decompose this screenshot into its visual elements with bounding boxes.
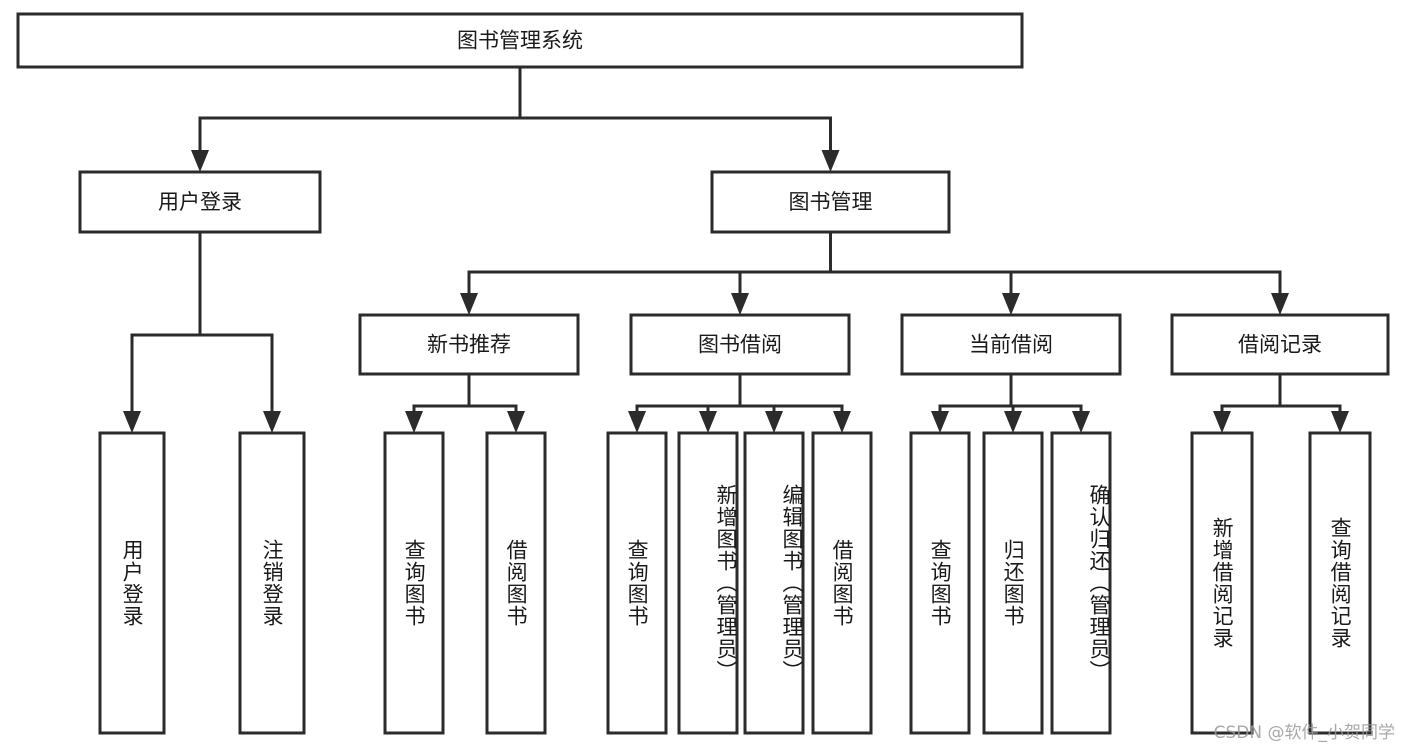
node-br-add-record[interactable] bbox=[1190, 431, 1254, 735]
node-box-br-add-record bbox=[1190, 431, 1254, 735]
node-box-cb-confirm-return bbox=[1050, 431, 1112, 735]
node-user-login[interactable]: 用户登录 bbox=[78, 170, 322, 234]
edge-book-manage-to-borrow-record-arrow-icon bbox=[1271, 293, 1289, 315]
node-box-cb-query-book bbox=[909, 431, 971, 735]
edge-new-book-rec-to-nbr-borrow-book-arrow-icon bbox=[507, 411, 525, 433]
node-box-user-login-do bbox=[98, 431, 166, 735]
node-cb-return-book[interactable] bbox=[982, 431, 1044, 735]
node-user-logout[interactable] bbox=[238, 431, 306, 735]
node-box-nbr-borrow-book bbox=[485, 431, 547, 735]
node-user-login-do[interactable] bbox=[98, 431, 166, 735]
node-label-book-manage: 图书管理 bbox=[789, 190, 873, 214]
node-root[interactable]: 图书管理系统 bbox=[16, 12, 1024, 69]
node-book-borrow[interactable]: 图书借阅 bbox=[629, 313, 851, 376]
edge-book-manage-to-book-borrow-arrow-icon bbox=[731, 293, 749, 315]
edge-current-borrow-to-cb-return-book-arrow-icon bbox=[1004, 411, 1022, 433]
edge-user-login-to-user-login-do-arrow-icon bbox=[123, 411, 141, 433]
node-box-borrow-record bbox=[1170, 313, 1390, 376]
node-box-br-query-record bbox=[1308, 431, 1372, 735]
edge-root-to-book-manage-arrow-icon bbox=[821, 150, 840, 172]
node-box-cb-return-book bbox=[982, 431, 1044, 735]
node-label-new-book-rec: 新书推荐 bbox=[427, 333, 511, 357]
edge-new-book-rec-to-nbr-query-book-arrow-icon bbox=[405, 411, 423, 433]
node-borrow-record[interactable]: 借阅记录 bbox=[1170, 313, 1390, 376]
edge-book-manage-to-new-book-rec-arrow-icon bbox=[460, 293, 478, 315]
node-box-book-borrow bbox=[629, 313, 851, 376]
node-cb-confirm-return[interactable] bbox=[1050, 431, 1112, 735]
node-new-book-rec[interactable]: 新书推荐 bbox=[358, 313, 580, 376]
node-bb-add-book[interactable] bbox=[677, 431, 739, 735]
edge-root-to-user-login-arrow-icon bbox=[191, 150, 209, 172]
node-box-user-logout bbox=[238, 431, 306, 735]
edge-borrow-record-to-br-add-record-arrow-icon bbox=[1213, 411, 1231, 433]
watermark-text: CSDN @软件_小贺同学 bbox=[1213, 723, 1395, 743]
edge-borrow-record-to-br-query-record-arrow-icon bbox=[1331, 411, 1349, 433]
node-br-query-record[interactable] bbox=[1308, 431, 1372, 735]
node-label-user-login: 用户登录 bbox=[158, 190, 242, 214]
node-cb-query-book[interactable] bbox=[909, 431, 971, 735]
node-label-borrow-record: 借阅记录 bbox=[1238, 333, 1322, 357]
node-box-book-manage bbox=[710, 170, 951, 234]
edge-book-borrow-to-bb-borrow-book-arrow-icon bbox=[833, 411, 851, 433]
node-bb-query-book[interactable] bbox=[606, 431, 668, 735]
node-bb-edit-book[interactable] bbox=[743, 431, 805, 735]
node-box-user-login bbox=[78, 170, 322, 234]
node-book-manage[interactable]: 图书管理 bbox=[710, 170, 951, 234]
edge-user-login-to-user-logout-arrow-icon bbox=[263, 411, 281, 433]
node-box-bb-query-book bbox=[606, 431, 668, 735]
edge-book-borrow-to-bb-edit-book-arrow-icon bbox=[765, 411, 783, 433]
node-nbr-query-book[interactable] bbox=[383, 431, 445, 735]
node-bb-borrow-book[interactable] bbox=[811, 431, 873, 735]
node-label-book-borrow: 图书借阅 bbox=[698, 333, 782, 357]
connectors-layer bbox=[123, 65, 1349, 433]
edge-book-borrow-to-bb-add-book-arrow-icon bbox=[699, 411, 717, 433]
node-box-bb-edit-book bbox=[743, 431, 805, 735]
node-box-bb-add-book bbox=[677, 431, 739, 735]
node-label-root: 图书管理系统 bbox=[457, 29, 583, 53]
edge-book-borrow-to-bb-query-book-arrow-icon bbox=[628, 411, 646, 433]
node-box-nbr-query-book bbox=[383, 431, 445, 735]
node-label-current-borrow: 当前借阅 bbox=[969, 333, 1053, 357]
edge-current-borrow-to-cb-confirm-return-arrow-icon bbox=[1072, 411, 1090, 433]
node-box-root bbox=[16, 12, 1024, 69]
node-box-bb-borrow-book bbox=[811, 431, 873, 735]
edge-current-borrow-to-cb-query-book-arrow-icon bbox=[931, 411, 949, 433]
node-box-current-borrow bbox=[900, 313, 1122, 376]
node-current-borrow[interactable]: 当前借阅 bbox=[900, 313, 1122, 376]
node-box-new-book-rec bbox=[358, 313, 580, 376]
edge-book-manage-to-current-borrow-arrow-icon bbox=[1002, 293, 1020, 315]
node-nbr-borrow-book[interactable] bbox=[485, 431, 547, 735]
